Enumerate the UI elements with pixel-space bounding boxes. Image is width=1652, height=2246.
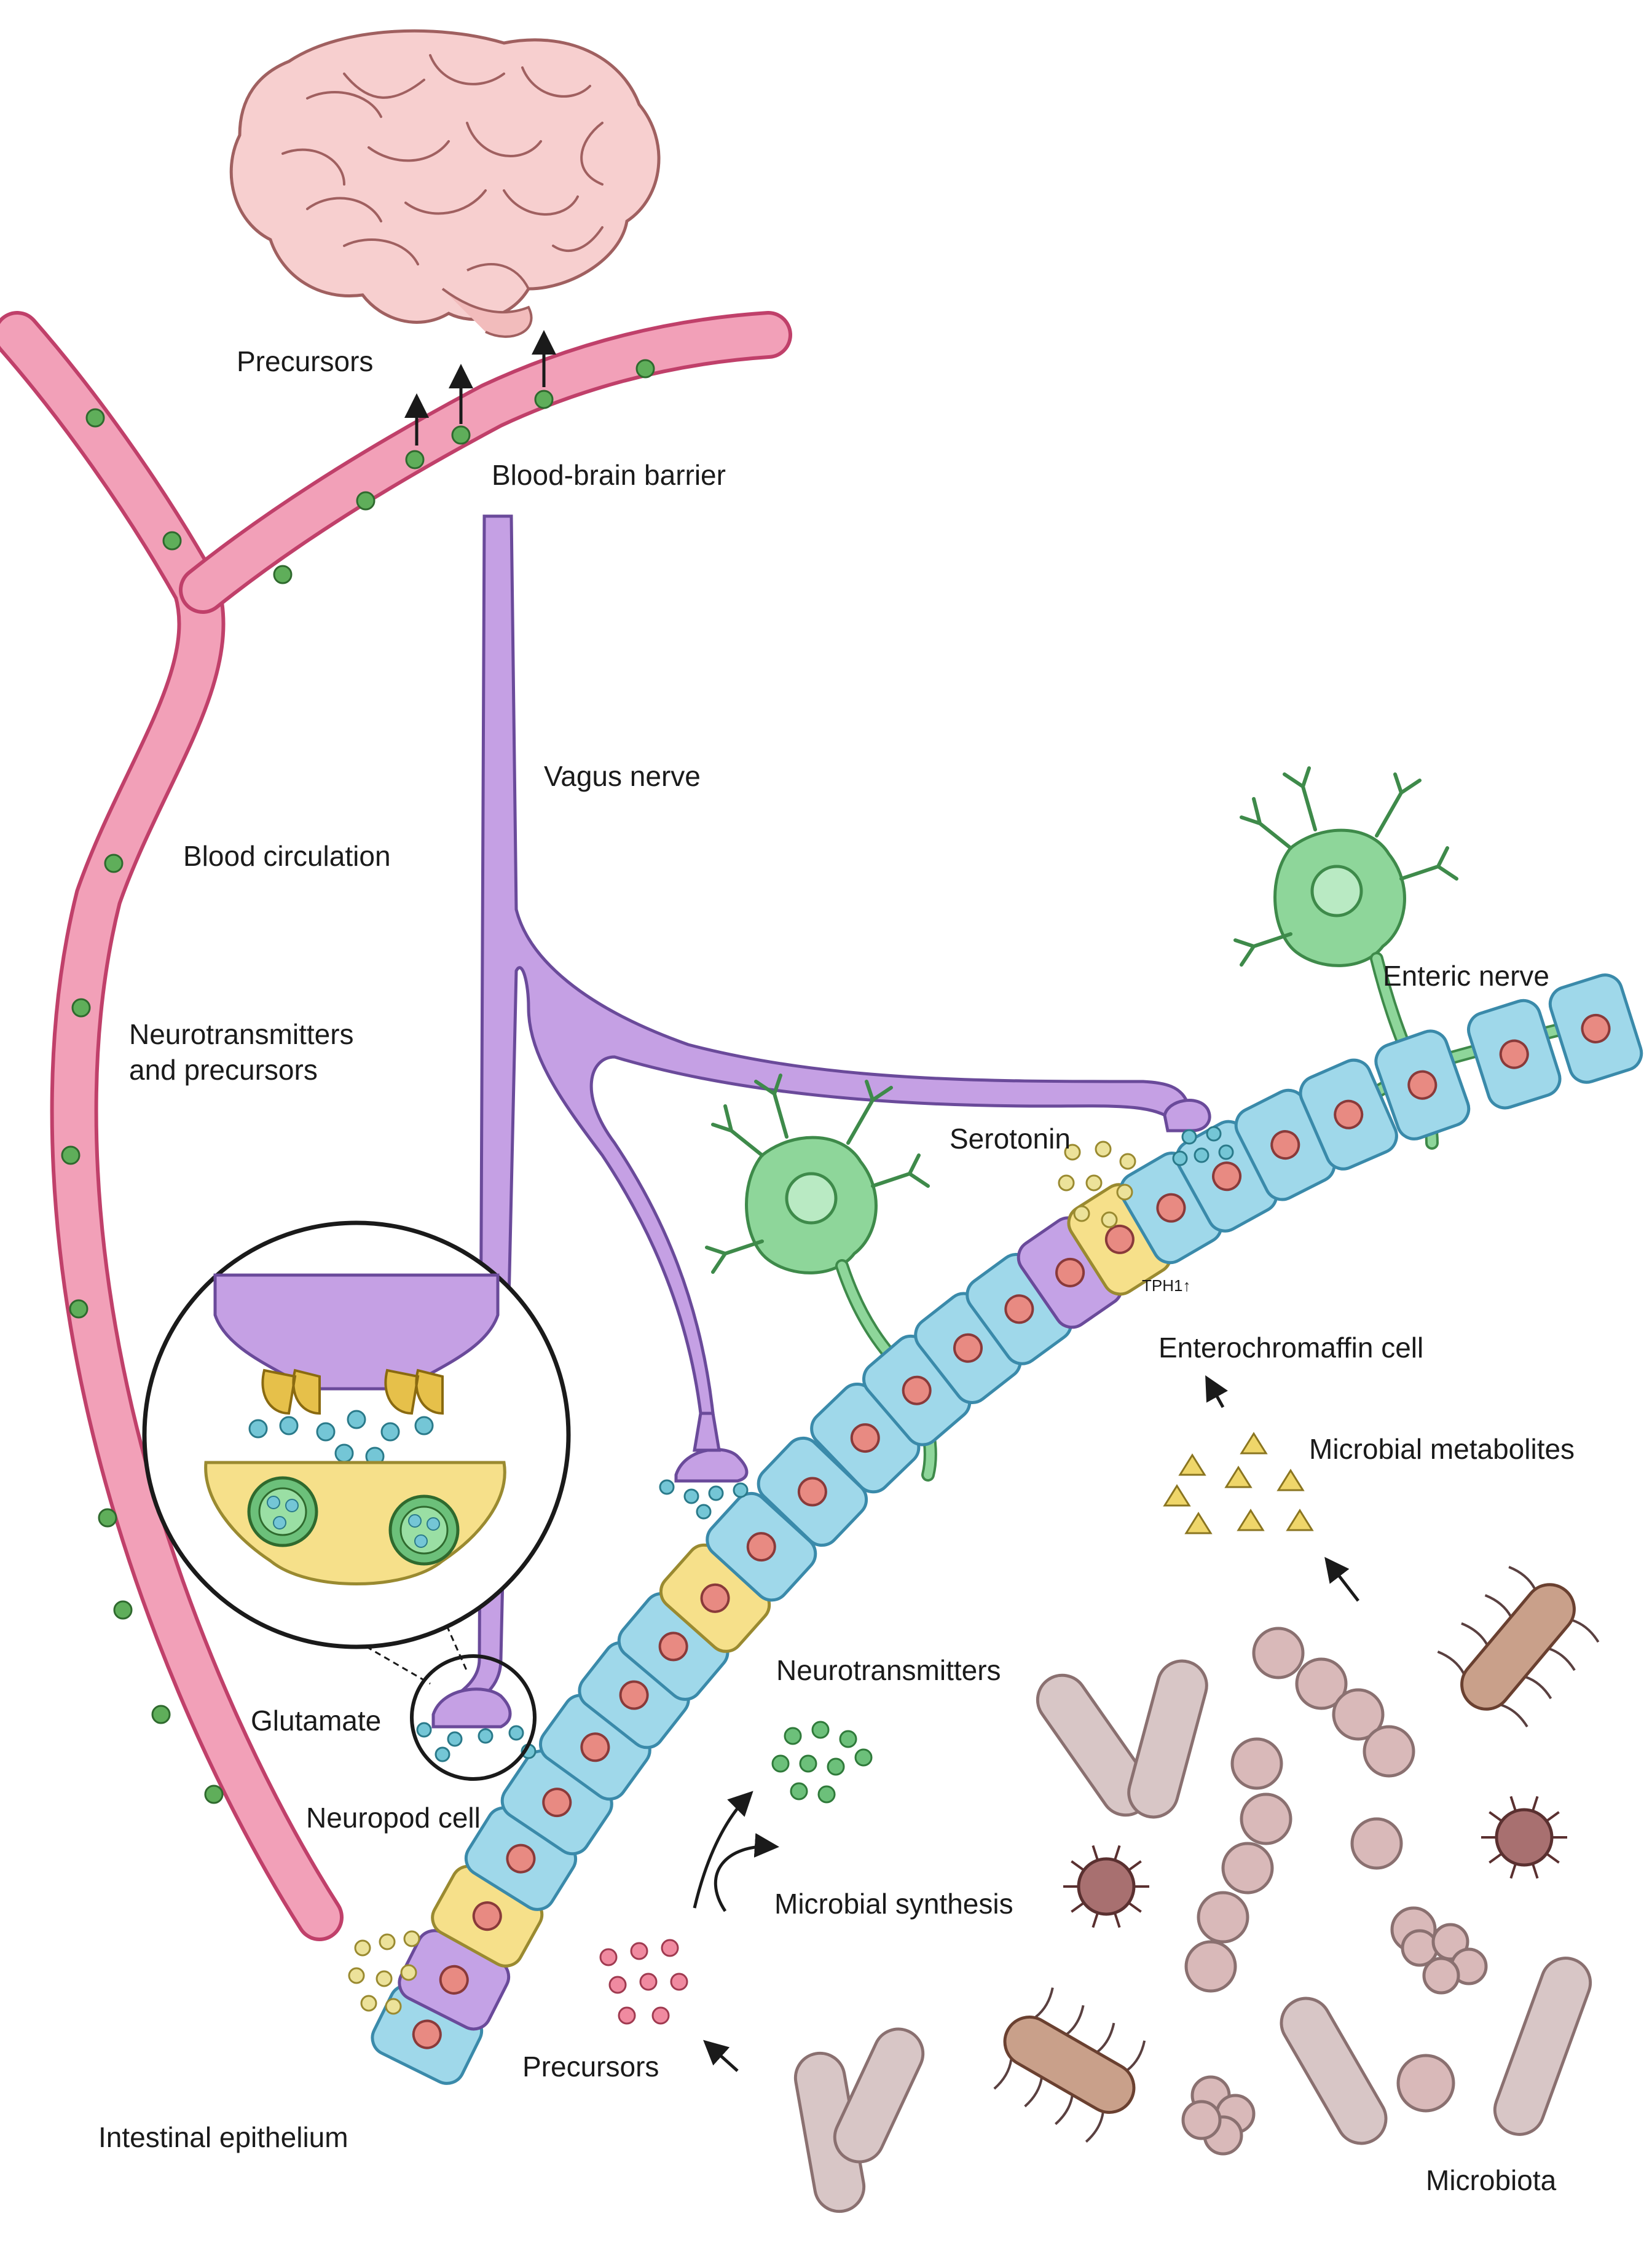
label-microbial-metabolites: Microbial metabolites bbox=[1309, 1433, 1575, 1465]
precursor-particles bbox=[599, 1939, 688, 2025]
label-microbial-synthesis: Microbial synthesis bbox=[774, 1888, 1013, 1920]
brain-icon bbox=[229, 29, 661, 338]
coccus bbox=[1363, 1725, 1415, 1778]
coccus bbox=[1252, 1627, 1305, 1679]
coccus bbox=[1221, 1842, 1274, 1895]
neuropod-cell bbox=[659, 1543, 771, 1653]
epithelial-cell bbox=[538, 1694, 651, 1801]
coccus bbox=[1295, 1657, 1348, 1710]
coccus bbox=[1332, 1688, 1385, 1741]
epithelial-cell bbox=[617, 1592, 730, 1701]
coccus bbox=[1240, 1792, 1292, 1845]
coccus bbox=[1230, 1737, 1283, 1790]
label-blood-circulation: Blood circulation bbox=[183, 840, 391, 872]
flagellated-bacterium bbox=[993, 1987, 1146, 2143]
epithelial-cell bbox=[1548, 973, 1643, 1084]
label-microbiota: Microbiota bbox=[1426, 2164, 1557, 2196]
bbb-arrows bbox=[404, 330, 556, 446]
synapse-zoom-inset bbox=[142, 1220, 571, 1781]
bacillus bbox=[1127, 1659, 1208, 1819]
pathway-arrows bbox=[693, 1375, 1359, 2072]
bacillus bbox=[1493, 1957, 1592, 2136]
spiky-microbe bbox=[1063, 1845, 1149, 1928]
flagellated-bacterium bbox=[1437, 1566, 1600, 1728]
label-blood-brain-barrier: Blood-brain barrier bbox=[492, 459, 726, 491]
label-neurotransmitters-and-precursors: Neurotransmitters and precursors bbox=[129, 1018, 354, 1086]
label-precursors-top: Precursors bbox=[237, 345, 374, 377]
label-neuropod-cell: Neuropod cell bbox=[306, 1802, 481, 1834]
coccus bbox=[1197, 1891, 1249, 1944]
coccus bbox=[1181, 2100, 1222, 2140]
epithelial-cell bbox=[810, 1382, 921, 1494]
epithelial-cell bbox=[706, 1491, 817, 1602]
epithelial-cell bbox=[862, 1334, 972, 1447]
label-neurotransmitters: Neurotransmitters bbox=[776, 1654, 1001, 1686]
epithelial-cell bbox=[1299, 1058, 1398, 1171]
coccus bbox=[1431, 1923, 1469, 1961]
blood-cells bbox=[61, 359, 655, 1804]
epithelial-cell bbox=[757, 1436, 868, 1547]
blood-vessel bbox=[0, 311, 792, 1941]
label-enteric-nerve: Enteric nerve bbox=[1383, 960, 1550, 992]
epithelial-cell bbox=[578, 1641, 690, 1749]
microbiota-group bbox=[793, 1566, 1600, 2213]
microbial-metabolites-triangles bbox=[1163, 1432, 1314, 1534]
coccus bbox=[1350, 1817, 1403, 1870]
coccus bbox=[1422, 1957, 1460, 1995]
label-vagus-nerve: Vagus nerve bbox=[544, 760, 701, 792]
bacillus bbox=[833, 2027, 925, 2164]
neurotransmitter-particles bbox=[771, 1721, 873, 1804]
serotonin-granules bbox=[348, 1141, 1136, 2015]
label-enterochromaffin-cell: Enterochromaffin cell bbox=[1158, 1332, 1424, 1364]
bacillus bbox=[1280, 1997, 1388, 2145]
label-precursors-bottom: Precursors bbox=[522, 2051, 659, 2083]
label-serotonin: Serotonin bbox=[950, 1123, 1071, 1155]
label-tph1: TPH1↑ bbox=[1142, 1276, 1191, 1295]
spiky-microbe bbox=[1481, 1796, 1567, 1879]
label-intestinal-epithelium: Intestinal epithelium bbox=[98, 2121, 348, 2153]
label-glutamate: Glutamate bbox=[251, 1705, 382, 1737]
coccus bbox=[1184, 1940, 1237, 1993]
epithelial-cell bbox=[1374, 1029, 1471, 1141]
vagus-nerve bbox=[431, 514, 1211, 1729]
epithelial-cell bbox=[914, 1292, 1022, 1404]
epithelial-cell bbox=[1467, 999, 1562, 1110]
coccus bbox=[1396, 2054, 1455, 2113]
